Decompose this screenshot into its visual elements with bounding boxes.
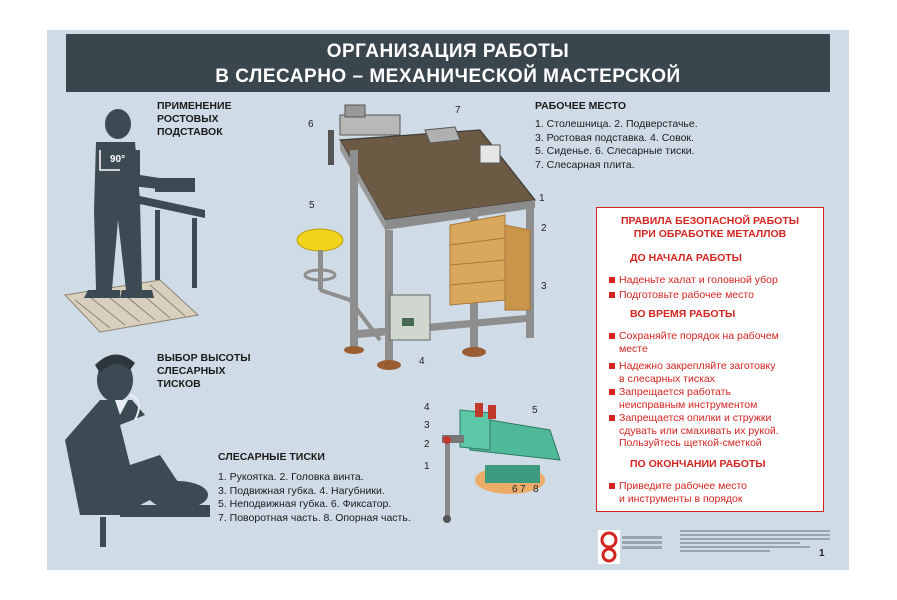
rules-during-heading: ВО ВРЕМЯ РАБОТЫ — [630, 308, 736, 320]
rules-during-item: Сохраняйте порядок на рабочем месте — [619, 330, 819, 355]
vise-callout-6: 6 — [512, 484, 518, 495]
bullet-square-icon — [609, 483, 615, 489]
rules-before-item: Наденьте халат и головной убор — [619, 274, 778, 286]
stands-heading-line: ПОДСТАВОК — [157, 126, 223, 138]
worker-torso — [65, 400, 180, 515]
rules-line: Надежно закрепляйте заготовку — [619, 360, 776, 372]
bench-top — [135, 195, 205, 218]
worker-head — [97, 358, 133, 402]
rules-title-line: ПРИ ОБРАБОТКЕ МЕТАЛЛОВ — [633, 227, 787, 240]
rules-after-item: Приведите рабочее место и инструменты в … — [619, 480, 819, 505]
workplace-callout-5: 5 — [309, 200, 315, 211]
workplace-callout-6: 6 — [308, 119, 314, 130]
workplace-callout-4: 4 — [419, 356, 425, 367]
vise-callout-7: 7 — [520, 484, 526, 495]
rules-line: сдувать или смахивать их рукой. — [619, 424, 779, 437]
stands-heading-line: ПРИМЕНЕНИЕ — [157, 100, 232, 112]
worker-body — [94, 142, 142, 290]
copyright-fine-print — [680, 528, 830, 554]
vise-item: 1. Рукоятка. 2. Головка винта. — [218, 471, 364, 483]
rules-before-item: Подготовьте рабочее место — [619, 289, 754, 301]
vise-height-heading-line: СЛЕСАРНЫХ — [157, 365, 226, 377]
rules-after-heading: ПО ОКОНЧАНИИ РАБОТЫ — [630, 458, 766, 470]
bullet-square-icon — [609, 415, 615, 421]
workplace-item: 3. Ростовая подставка. 4. Совок. — [535, 131, 694, 144]
vise-callout-2: 2 — [424, 439, 430, 450]
bullet-square-icon — [609, 277, 615, 283]
bench-plate — [424, 126, 461, 144]
vise-illustration — [442, 403, 561, 523]
rules-line: неисправным инструментом — [619, 398, 758, 411]
vise-callout-3: 3 — [424, 420, 430, 431]
workplace-callout-7: 7 — [455, 105, 461, 116]
bullet-square-icon — [609, 292, 615, 298]
vise-item: 3. Подвижная губка. 4. Нагубники. — [218, 484, 385, 497]
rules-before-heading: ДО НАЧАЛА РАБОТЫ — [630, 252, 742, 264]
rules-line: и инструменты в порядок — [619, 492, 743, 505]
bench-vise — [339, 114, 401, 136]
safety-rules-box: ПРАВИЛА БЕЗОПАСНОЙ РАБОТЫ ПРИ ОБРАБОТКЕ … — [596, 207, 824, 512]
page-number: 1 — [819, 548, 825, 559]
workplace-item: 1. Столешница. 2. Подверстачье. — [535, 118, 698, 130]
vise-callout-4: 4 — [424, 402, 430, 413]
vise-height-heading: ВЫБОР ВЫСОТЫ СЛЕСАРНЫХ ТИСКОВ — [157, 352, 251, 391]
standing-worker-illustration — [63, 109, 205, 333]
vise-item: 5. Неподвижная губка. 6. Фиксатор. — [218, 498, 392, 510]
rules-line: в слесарных тисках — [619, 372, 715, 385]
rules-line: месте — [619, 342, 648, 355]
vise-callout-8: 8 — [533, 484, 539, 495]
rules-line: Сохраняйте порядок на рабочем — [619, 330, 779, 342]
stands-heading: ПРИМЕНЕНИЕ РОСТОВЫХ ПОДСТАВОК — [157, 100, 232, 139]
rules-during-item: Надежно закрепляйте заготовку в слесарны… — [619, 360, 819, 385]
seat — [296, 228, 344, 252]
vise-list: 1. Рукоятка. 2. Головка винта. 3. Подвиж… — [218, 471, 411, 525]
workplace-item: 5. Сиденье. 6. Слесарные тиски. — [535, 145, 695, 157]
workplace-callout-3: 3 — [541, 281, 547, 292]
rules-line: Запрещается опилки и стружки — [619, 412, 772, 424]
rules-line: Пользуйтесь щеткой-сметкой — [619, 437, 762, 449]
rules-line: Приведите рабочее место — [619, 480, 747, 492]
workbench-leg — [350, 150, 358, 350]
height-stand — [449, 214, 506, 306]
vise-callout-1: 1 — [424, 461, 430, 472]
stands-heading-line: РОСТОВЫХ — [157, 113, 219, 125]
rules-title: ПРАВИЛА БЕЗОПАСНОЙ РАБОТЫ ПРИ ОБРАБОТКЕ … — [597, 215, 823, 240]
vise-swivel — [485, 465, 540, 483]
bullet-square-icon — [609, 389, 615, 395]
rules-line: Запрещается работать — [619, 386, 731, 398]
title-line-1: ОРГАНИЗАЦИЯ РАБОТЫ — [326, 41, 570, 62]
worker-head — [105, 109, 131, 139]
workplace-callout-2: 2 — [541, 223, 547, 234]
workplace-callout-1: 1 — [539, 193, 545, 204]
vise-callout-5: 5 — [532, 405, 538, 416]
vise-jaw-pads — [475, 403, 483, 417]
rules-during-item: Запрещается опилки и стружки сдувать или… — [619, 412, 819, 450]
vise-item: 7. Поворотная часть. 8. Опорная часть. — [218, 511, 411, 524]
title-bar: ОРГАНИЗАЦИЯ РАБОТЫ В СЛЕСАРНО – МЕХАНИЧЕ… — [66, 34, 830, 92]
vise-height-heading-line: ВЫБОР ВЫСОТЫ — [157, 352, 251, 364]
publisher-info — [622, 534, 662, 551]
workplace-heading: РАБОЧЕЕ МЕСТО — [535, 100, 627, 112]
angle-label: 90° — [110, 154, 126, 165]
vise-handle — [445, 443, 450, 518]
vise-silhouette — [148, 481, 208, 509]
vise-height-heading-line: ТИСКОВ — [157, 378, 201, 390]
vise-heading: СЛЕСАРНЫЕ ТИСКИ — [218, 451, 325, 463]
workbench-illustration — [296, 104, 537, 370]
workplace-list: 1. Столешница. 2. Подверстачье. 3. Росто… — [535, 118, 698, 172]
rules-title-line: ПРАВИЛА БЕЗОПАСНОЙ РАБОТЫ — [620, 215, 800, 227]
bullet-square-icon — [609, 363, 615, 369]
title-line-2: В СЛЕСАРНО – МЕХАНИЧЕСКОЙ МАСТЕРСКОЙ — [215, 66, 681, 87]
publisher-logo-icon — [598, 530, 620, 564]
vise-height-worker-illustration — [65, 354, 210, 547]
rules-during-item: Запрещается работать неисправным инструм… — [619, 386, 819, 411]
bullet-square-icon — [609, 333, 615, 339]
workplace-item: 7. Слесарная плита. — [535, 158, 635, 171]
scoop-box — [389, 294, 431, 341]
